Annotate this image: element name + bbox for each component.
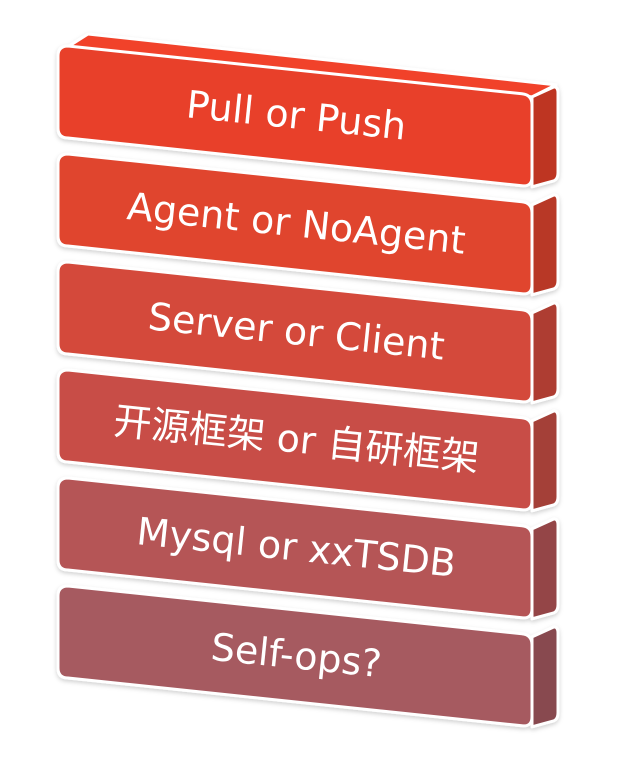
stack-layer: Agent or NoAgent bbox=[56, 152, 560, 297]
layer-front-face bbox=[56, 584, 534, 728]
layer-front-face bbox=[56, 44, 534, 188]
stack-layer: 开源框架 or 自研框架 bbox=[56, 368, 560, 513]
layer-front-face bbox=[56, 260, 534, 404]
layer-side-face bbox=[530, 517, 560, 621]
layer-front-face bbox=[56, 476, 534, 620]
stack-layer: Mysql or xxTSDB bbox=[56, 476, 560, 621]
stack-layer: Self-ops? bbox=[56, 584, 560, 729]
stack-layer: Pull or Push bbox=[56, 32, 560, 189]
layer-side-face bbox=[530, 625, 560, 729]
layer-side-face bbox=[530, 409, 560, 513]
layer-side-face bbox=[530, 193, 560, 297]
stack-layer: Server or Client bbox=[56, 260, 560, 405]
layer-front-face bbox=[56, 152, 534, 296]
layer-side-face bbox=[530, 301, 560, 405]
layer-side-face bbox=[530, 85, 560, 189]
layer-front-face bbox=[56, 368, 534, 512]
